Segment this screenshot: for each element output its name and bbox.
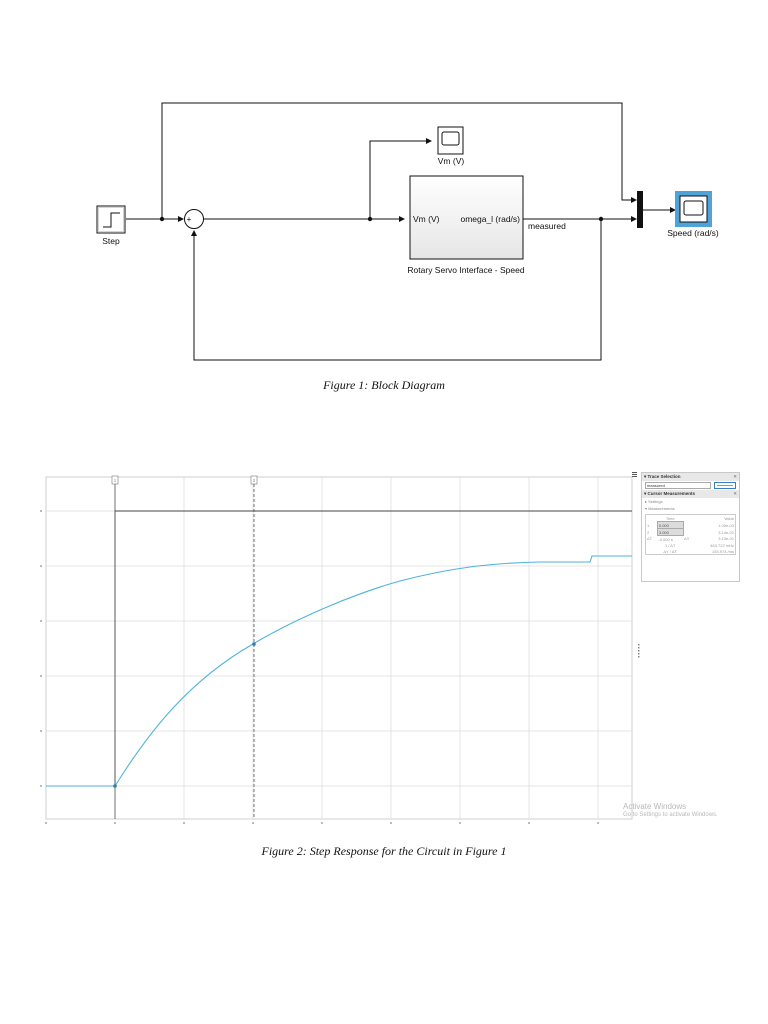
cursor-1-marker xyxy=(113,784,117,788)
measured-signal-label: measured xyxy=(528,221,566,231)
watermark-subtitle: Go to Settings to activate Windows. xyxy=(623,812,718,818)
signal-lines xyxy=(126,102,676,361)
measurements-section[interactable]: ▾ Measurements xyxy=(645,506,675,511)
trace-select[interactable]: measured xyxy=(645,482,711,489)
speed-scope-block[interactable] xyxy=(675,191,712,227)
cursor-2-tag[interactable]: 2 xyxy=(250,475,258,485)
step-block[interactable] xyxy=(96,205,126,234)
scope-plot: 1 2 xyxy=(40,475,640,824)
svg-text:2: 2 xyxy=(253,478,256,483)
sum-sign: + xyxy=(187,214,192,224)
vm-scope-block[interactable] xyxy=(437,126,464,155)
servo-interface-name: Rotary Servo Interface - Speed xyxy=(407,265,524,275)
mux-block[interactable] xyxy=(637,191,643,228)
measurements-panel: ▾ Trace Selection✕ measured ▾ Cursor Mea… xyxy=(641,472,740,582)
cursor-2-marker xyxy=(252,642,256,646)
panel-resize-handle[interactable] xyxy=(638,644,640,658)
cursor-measurements-header[interactable]: ▾ Cursor Measurements✕ xyxy=(642,490,739,498)
speed-scope-label: Speed (rad/s) xyxy=(667,228,719,238)
cursor-1-time-input[interactable]: 0.000 xyxy=(656,521,684,529)
sum-block[interactable]: + xyxy=(184,209,204,229)
branch-points xyxy=(159,216,604,222)
step-label: Step xyxy=(102,236,120,246)
figure-1-caption: Figure 1: Block Diagram xyxy=(323,378,445,392)
servo-output-port-label: omega_l (rad/s) xyxy=(460,214,520,224)
servo-interface-block[interactable]: Vm (V) omega_l (rad/s) xyxy=(409,175,524,260)
panel-menu-icon[interactable] xyxy=(632,472,637,477)
close-icon[interactable]: ✕ xyxy=(733,474,737,479)
response-trace xyxy=(46,555,632,787)
figure-2-caption: Figure 2: Step Response for the Circuit … xyxy=(261,844,507,858)
settings-section[interactable]: ▸ Settings xyxy=(645,499,663,504)
vm-scope-label: Vm (V) xyxy=(438,156,465,166)
cursor-2-time-input[interactable]: 3.000 xyxy=(656,528,684,536)
watermark-title: Activate Windows xyxy=(623,802,687,811)
close-icon[interactable]: ✕ xyxy=(733,491,737,496)
servo-input-port-label: Vm (V) xyxy=(413,214,440,224)
trace-color-swatch xyxy=(714,482,736,489)
trace-selection-header[interactable]: ▾ Trace Selection✕ xyxy=(642,473,739,481)
scope-tick-marks xyxy=(40,510,599,824)
cursor-1-tag[interactable]: 1 xyxy=(111,475,119,485)
svg-text:1: 1 xyxy=(114,478,117,483)
block-diagram: Step + Vm (V) Vm (V) omega_l (rad/s) Rot… xyxy=(96,102,719,361)
